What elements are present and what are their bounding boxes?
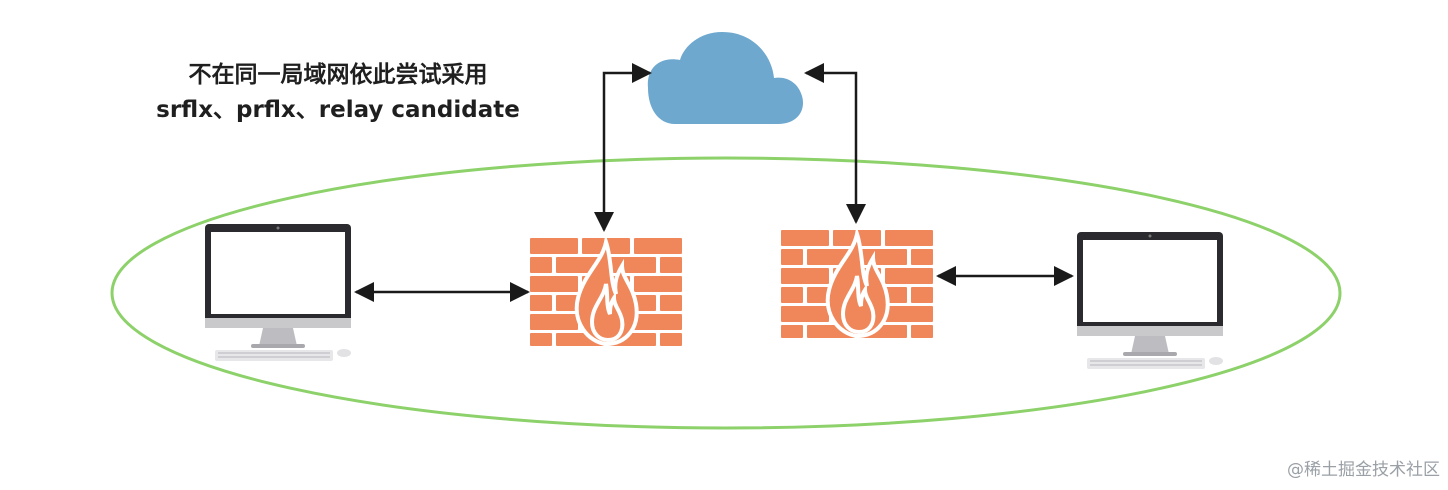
caption-line-1: 不在同一局域网依此尝试采用 — [188, 62, 488, 88]
cloud-icon — [647, 32, 803, 124]
firewall-icon-right — [781, 230, 933, 338]
firewall-icon-left — [530, 238, 682, 346]
arrow-cloud-to-firewall-right — [804, 63, 866, 224]
watermark: @稀土掘金技术社区 — [1287, 460, 1440, 480]
desktop-computer-icon-right — [1077, 232, 1223, 369]
arrow-firewall-left-to-cloud — [594, 63, 652, 232]
lan-boundary-ellipse — [110, 156, 1342, 430]
desktop-computer-icon-left — [205, 224, 351, 361]
diagram-caption: 不在同一局域网依此尝试采用 srflx、prflx、relay candidat… — [148, 58, 528, 128]
caption-line-2: srflx、prflx、relay candidate — [156, 97, 520, 123]
